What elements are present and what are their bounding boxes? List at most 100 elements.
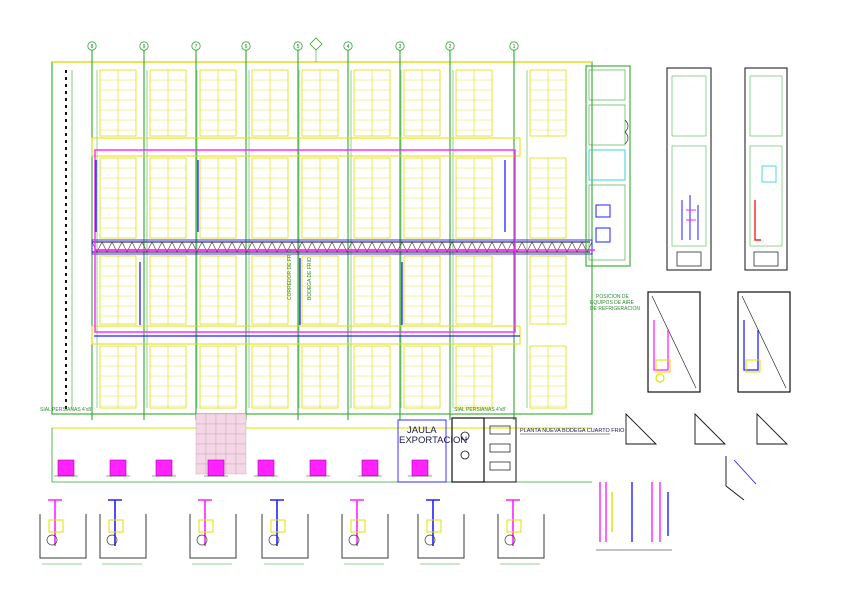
section-detail-a — [647, 291, 701, 393]
bracket-details — [625, 412, 789, 501]
axis-label: 5 — [297, 44, 300, 50]
pipe-riser-details — [596, 482, 672, 551]
dock-door — [57, 459, 75, 477]
pipe-run — [426, 499, 440, 546]
axis-label: 6 — [245, 44, 248, 50]
access-grid — [195, 413, 247, 475]
access-tile — [225, 433, 237, 445]
access-tile — [215, 433, 227, 445]
section-frame — [417, 514, 465, 559]
section-frame — [189, 514, 237, 559]
exportacion-label: EXPORTACION — [399, 435, 467, 446]
service-bands — [91, 137, 593, 345]
axis-label: 9 — [143, 44, 146, 50]
axis-bubble — [395, 41, 405, 51]
access-tile — [235, 453, 247, 465]
dock-door — [309, 459, 327, 477]
axis-label: 1 — [513, 44, 516, 50]
pipe-box — [48, 519, 64, 533]
access-tile — [195, 413, 207, 425]
pipe-section — [106, 534, 118, 546]
axis-bubble — [241, 41, 251, 51]
access-tile — [195, 463, 207, 475]
door-label-right: SIAL PERSIANAS 4'x8' — [454, 407, 506, 413]
access-tile — [205, 413, 217, 425]
pipe-run — [198, 499, 212, 546]
pipe-section — [348, 534, 360, 546]
pipe-run — [48, 499, 62, 546]
axis-bubble — [191, 41, 201, 51]
jaula-room — [397, 419, 447, 483]
access-tile — [215, 443, 227, 455]
axis-label: 7 — [195, 44, 198, 50]
detail-tower-left — [666, 67, 712, 271]
section-frame — [497, 514, 545, 559]
pipe-run — [506, 499, 520, 546]
svg-text:POSICION DE: POSICION DE — [596, 294, 629, 300]
svg-text:DE REFRIGERACION: DE REFRIGERACION — [590, 306, 640, 312]
dock-door — [257, 459, 275, 477]
pipe-section — [196, 534, 208, 546]
axis-bubble — [343, 41, 353, 51]
access-tile — [235, 463, 247, 475]
access-tile — [235, 433, 247, 445]
access-tile — [215, 423, 227, 435]
pipe-box — [426, 519, 442, 533]
corridor-label: CORREDOR DE FRIO — [287, 249, 293, 300]
axis-bubble — [509, 41, 519, 51]
pipe-section — [424, 534, 436, 546]
dock-door — [109, 459, 127, 477]
axis-bubble — [445, 41, 455, 51]
jaula-label: JAULA — [407, 425, 437, 436]
access-tile — [235, 423, 247, 435]
pipe-box — [350, 519, 366, 533]
pipe-section — [504, 534, 516, 546]
access-tile — [215, 413, 227, 425]
access-tile — [195, 433, 207, 445]
dock-doors — [54, 459, 432, 477]
section-frame — [341, 514, 389, 559]
axis-label: 2 — [449, 44, 452, 50]
access-tile — [225, 463, 237, 475]
dock-door — [155, 459, 173, 477]
pipe-run — [108, 499, 122, 546]
axis-bubble — [293, 41, 303, 51]
dock-door — [207, 459, 225, 477]
access-tile — [225, 413, 237, 425]
restroom-block — [451, 417, 517, 483]
access-tile — [225, 423, 237, 435]
axis-label: 8 — [91, 44, 94, 50]
pipe-box — [108, 519, 124, 533]
detail-tower-right — [744, 67, 788, 271]
cold-store-label: BODEGA DE FRIO — [307, 257, 313, 300]
axis-label: 3 — [399, 44, 402, 50]
axis-bubble — [139, 41, 149, 51]
equipment-room: POSICION DE EQUIPOS DE AIRE DE REFRIGERA… — [585, 65, 640, 312]
section-detail-b — [737, 291, 791, 393]
pipe-box — [506, 519, 522, 533]
refrigeration-lines — [94, 149, 595, 333]
rack-bays — [96, 69, 567, 409]
access-tile — [195, 443, 207, 455]
access-tile — [195, 423, 207, 435]
access-tile — [225, 453, 237, 465]
access-tile — [205, 433, 217, 445]
bottom-section-details — [39, 499, 545, 565]
pipe-run — [270, 499, 284, 546]
section-frame — [99, 514, 147, 559]
access-tile — [205, 423, 217, 435]
door-label-left: SIAL PERSIANAS 4'x8' — [40, 407, 92, 413]
axis-bubble — [87, 41, 97, 51]
north-arrow-icon — [309, 37, 323, 62]
pipe-box — [198, 519, 214, 533]
access-tile — [205, 443, 217, 455]
pipe-section — [268, 534, 280, 546]
access-tile — [195, 453, 207, 465]
supply-lines — [94, 160, 520, 337]
dock-door — [411, 459, 429, 477]
plan-title: PLANTA NUEVA BODEGA CUARTO FRIO — [520, 428, 625, 434]
pipe-box — [270, 519, 286, 533]
